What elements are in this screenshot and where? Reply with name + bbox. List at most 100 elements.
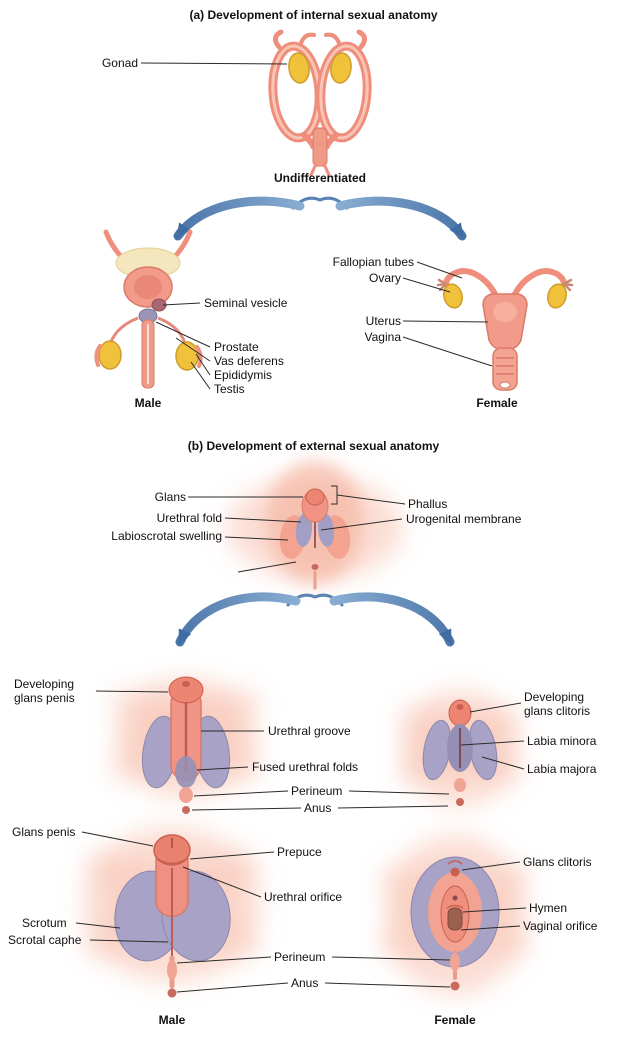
leader-perineum-final-right: [331, 956, 451, 961]
leader-testis: [190, 361, 211, 390]
label-urethral-orifice: Urethral orifice: [264, 890, 343, 904]
leader-vas-deferens: [175, 337, 211, 362]
gonad-right: [330, 52, 352, 84]
female-internal-figure: [436, 268, 574, 391]
label-testis: Testis: [214, 382, 245, 396]
label-glans: Glans: [154, 490, 186, 504]
caption-male-internal: Male: [134, 396, 162, 410]
leader-scrotum: [75, 922, 121, 929]
leader-seminal-vesicle: [162, 302, 201, 306]
intermediate-male-figure: [109, 676, 263, 814]
caption-undifferentiated: Undifferentiated: [273, 171, 366, 185]
label-perineum-mid: Perineum: [291, 784, 343, 798]
intermediate-female-figure: [397, 690, 523, 806]
anus-shape-male-mid: [182, 806, 190, 814]
label-hymen: Hymen: [529, 901, 568, 915]
leader-perineum-mid-left: [193, 790, 289, 797]
leader-gonad: [140, 62, 288, 65]
label-uterus: Uterus: [365, 314, 401, 328]
anus-shape-female-final: [450, 981, 460, 991]
fused-urethral-folds-shape: [175, 756, 197, 788]
glans-shape: [305, 488, 325, 506]
label-vagina: Vagina: [364, 330, 401, 344]
leader-prepuce: [189, 851, 275, 860]
leader-developing-glans-penis: [95, 690, 169, 693]
leader-urethral-fold: [224, 517, 302, 523]
leader-labia-minora: [460, 740, 525, 746]
divergence-arrows-b: [175, 592, 455, 647]
glans-clitoris-shape: [450, 867, 460, 877]
label-gonad: Gonad: [101, 56, 138, 70]
leader-labioscrotal-swelling: [224, 536, 289, 541]
divergence-arrows-a: [173, 196, 467, 241]
urethral-orifice-shape: [452, 895, 458, 901]
leader-anus-final-right: [324, 982, 451, 988]
label-prepuce: Prepuce: [277, 845, 322, 859]
leader-phallus: [336, 494, 406, 505]
leader-urogenital-membrane: [320, 518, 403, 531]
testis-left: [98, 340, 122, 370]
label-urethral-fold: Urethral fold: [156, 511, 222, 525]
label-labia-majora: Labia majora: [527, 762, 597, 776]
leader-perineum-final-left: [176, 956, 272, 964]
section-b-title: (b) Development of external sexual anato…: [187, 439, 440, 453]
leader-prostate: [155, 321, 211, 348]
leader-fallopian-tubes: [416, 261, 463, 279]
leader-labioscrotal-swelling-2: [237, 561, 297, 573]
label-urethral-groove: Urethral groove: [268, 724, 351, 738]
ovary-right: [547, 283, 567, 309]
label-phallus: Phallus: [408, 497, 448, 511]
label-perineum-final: Perineum: [274, 950, 326, 964]
leader-fused-urethral-folds: [196, 766, 249, 771]
testis-right: [175, 341, 199, 371]
label-fused-urethral-folds: Fused urethral folds: [252, 760, 359, 774]
caption-male-external: Male: [158, 1013, 186, 1027]
leader-hymen: [462, 907, 527, 913]
caption-female-internal: Female: [476, 396, 518, 410]
label-anus-mid: Anus: [304, 801, 332, 815]
final-female-figure: [378, 835, 532, 995]
leader-glans-penis: [81, 831, 154, 847]
leader-labia-majora: [481, 756, 525, 770]
leader-anus-mid-right: [337, 805, 449, 809]
leader-perineum-mid-right: [348, 790, 450, 795]
male-internal-figure: [94, 229, 203, 389]
label-glans-clitoris: Glans clitoris: [523, 855, 592, 869]
glans-penis-shape: [153, 834, 191, 866]
label-scrotum: Scrotum: [22, 916, 67, 930]
label-vaginal-orifice: Vaginal orifice: [523, 919, 598, 933]
leader-anus-final-left: [176, 982, 289, 993]
leader-lines: [75, 62, 527, 993]
label-developing-glans-clitoris: Developing glans clitoris: [524, 690, 591, 718]
prepuce-shape: [155, 857, 189, 865]
label-fallopian-tubes: Fallopian tubes: [332, 255, 414, 269]
label-epididymis: Epididymis: [214, 368, 273, 382]
leader-developing-glans-clitoris: [469, 702, 522, 713]
leader-epididymis: [195, 353, 211, 376]
label-vas-deferens: Vas deferens: [214, 354, 284, 368]
leader-vagina: [402, 336, 493, 367]
label-seminal-vesicle: Seminal vesicle: [204, 296, 288, 310]
leader-vaginal-orifice: [460, 925, 521, 931]
undifferentiated-internal-figure: [268, 29, 372, 177]
leader-anus-mid-left: [191, 807, 302, 811]
label-labioscrotal-swelling: Labioscrotal swelling: [111, 529, 222, 543]
gonad-left: [288, 52, 310, 84]
leader-urethral-orifice: [182, 866, 262, 898]
label-labia-minora: Labia minora: [527, 734, 597, 748]
label-developing-glans-penis: Developing glans penis: [14, 677, 75, 705]
leader-scrotal-raphe: [89, 939, 169, 943]
final-male-figure: [82, 827, 262, 998]
anus-shape-female-mid: [456, 798, 464, 806]
label-scrotal-raphe: Scrotal caphe: [8, 933, 82, 947]
leader-uterus: [402, 320, 489, 323]
developing-glans-penis-shape: [168, 676, 204, 704]
ovary-left: [443, 283, 463, 309]
label-urogenital-membrane: Urogenital membrane: [406, 512, 522, 526]
label-anus-final: Anus: [291, 976, 319, 990]
label-ovary: Ovary: [368, 271, 401, 285]
caption-female-external: Female: [434, 1013, 476, 1027]
developing-glans-clitoris-shape: [448, 699, 472, 727]
